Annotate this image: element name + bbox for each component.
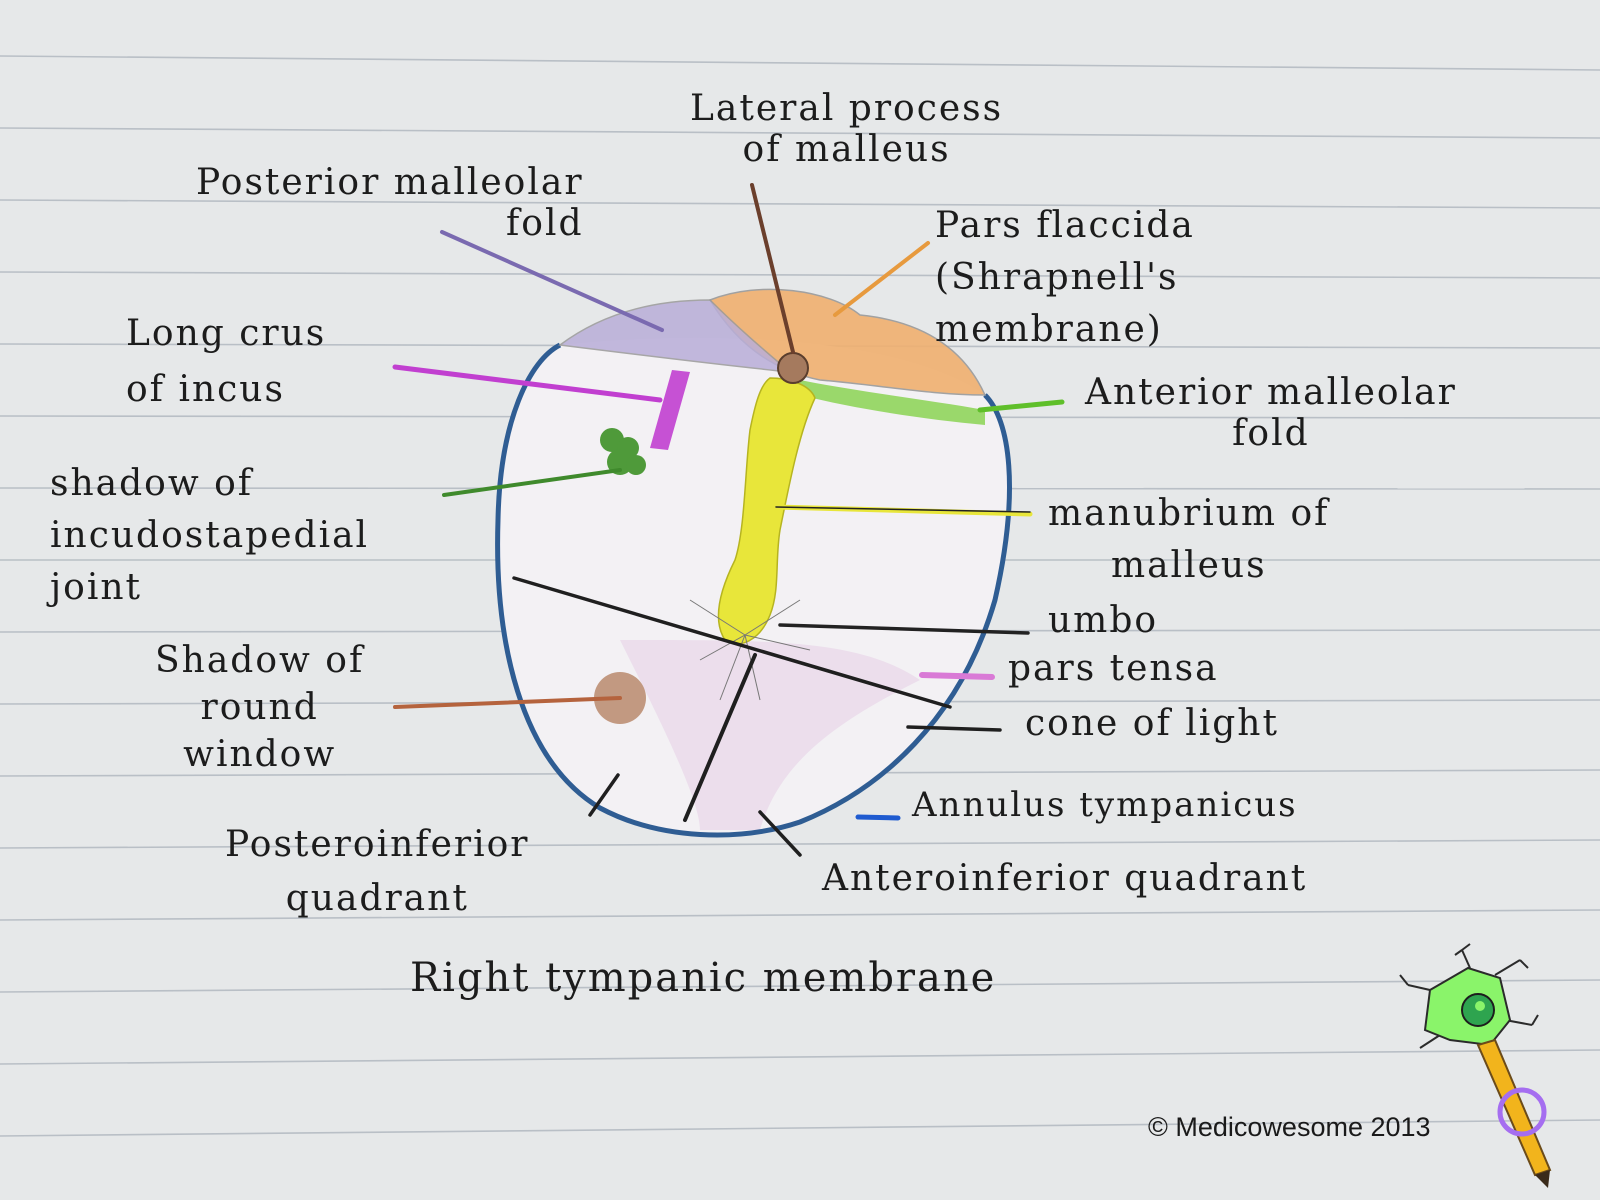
pars-tensa-pointer — [919, 672, 995, 680]
label-annulus: Annulus tympanicus — [912, 785, 1298, 825]
label-anteroinferior: Anteroinferior quadrant — [822, 858, 1308, 899]
posterior-fold-pointer — [440, 230, 664, 332]
label-incudostapedial: shadow of incudostapedial joint — [50, 463, 370, 609]
lateral-process-pointer — [750, 183, 795, 354]
cone-of-light-line — [512, 576, 952, 709]
round-window-pointer — [393, 696, 622, 709]
label-round-window: Shadow of round window — [155, 640, 365, 775]
quadrant-divider — [683, 653, 757, 822]
anterior-fold-pointer — [977, 399, 1065, 413]
label-pars-flaccida: Pars flaccida (Shrapnell's membrane) — [935, 205, 1195, 351]
umbo-pointer — [778, 623, 1030, 635]
copyright-text: © Medicowesome 2013 — [1148, 1112, 1431, 1142]
label-long-crus: Long crus of incus — [126, 313, 327, 410]
label-manubrium: manubrium of malleus — [1048, 493, 1330, 587]
label-umbo: umbo — [1048, 600, 1159, 641]
long-crus-shape — [650, 370, 690, 450]
diagram-caption: Right tympanic membrane — [410, 955, 997, 1001]
label-cone-of-light: cone of light — [1025, 703, 1279, 744]
anterior-fold-band — [800, 380, 985, 425]
pars-flaccida-pointer — [833, 241, 930, 317]
label-pars-tensa: pars tensa — [1008, 648, 1219, 689]
manubrium-pointer-ink — [775, 506, 1031, 513]
tympanic-membrane-drawing — [495, 288, 1012, 838]
cone-of-light-pointer — [906, 725, 1002, 732]
annulus-pointer — [855, 814, 901, 821]
membrane-outline — [495, 342, 1012, 838]
incudostapedial-blob — [600, 428, 646, 475]
lateral-process-knob — [777, 352, 809, 384]
manubrium-handle — [717, 377, 816, 645]
posteroinferior-pointer — [588, 773, 620, 817]
pars-tensa-shading — [620, 640, 920, 830]
label-posterior-malleolar-fold: Posterior malleolar fold — [196, 162, 584, 245]
long-crus-pointer — [392, 364, 663, 403]
neuron-pencil-logo-icon — [1399, 943, 1552, 1188]
label-anterior-malleolar-fold: Anterior malleolar fold — [1085, 372, 1457, 455]
pointer-lines — [392, 183, 1065, 857]
label-posteroinferior: Posteroinferior quadrant — [225, 824, 530, 919]
anteroinferior-pointer — [758, 810, 802, 857]
posterior-fold-region — [558, 299, 793, 373]
incudostapedial-pointer — [442, 468, 622, 497]
label-lateral-process: Lateral process of malleus — [690, 88, 1004, 171]
